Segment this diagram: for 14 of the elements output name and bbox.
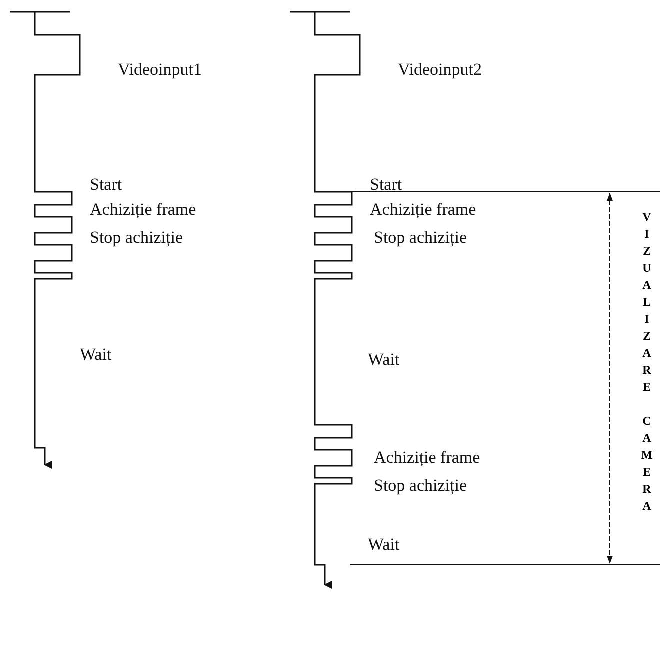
step-label: Stop achiziție xyxy=(374,476,468,496)
step-label: Videoinput2 xyxy=(398,60,482,80)
step-label: Videoinput1 xyxy=(118,60,202,80)
step-label: Stop achiziție xyxy=(90,228,184,248)
step-label: Achiziție frame xyxy=(374,448,480,468)
step-label: Achiziție frame xyxy=(90,200,196,220)
step-label: Wait xyxy=(368,350,400,370)
step-label: Start xyxy=(370,175,402,195)
step-label: Wait xyxy=(80,345,112,365)
step-label: Stop achiziție xyxy=(374,228,468,248)
vertical-dimension-label: VIZUALIZARE CAMERA xyxy=(640,210,654,516)
step-label: Wait xyxy=(368,535,400,555)
step-label: Achiziție frame xyxy=(370,200,476,220)
step-label: Start xyxy=(90,175,122,195)
